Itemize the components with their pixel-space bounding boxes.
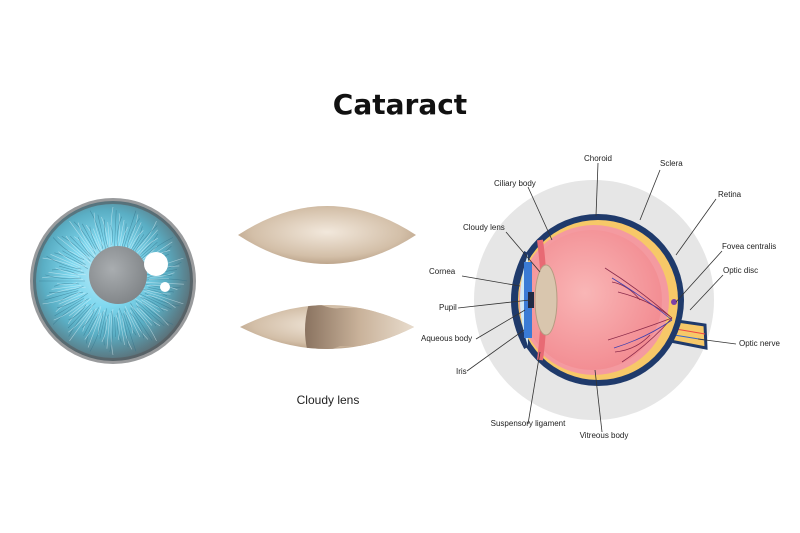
label-fovea-centralis: Fovea centralis [722, 242, 776, 251]
label-aqueous-body: Aqueous body [421, 334, 472, 343]
label-choroid: Choroid [584, 154, 612, 163]
highlight-small [160, 282, 170, 292]
label-vitreous-body: Vitreous body [580, 431, 629, 440]
cornea-shape [511, 251, 528, 349]
cataract-opacity [305, 305, 414, 349]
label-suspensory-ligament: Suspensory ligament [491, 419, 566, 428]
leader-lines [457, 162, 737, 433]
label-cornea: Cornea [429, 267, 456, 276]
label-optic-disc: Optic disc [723, 266, 758, 275]
iris-illustration [30, 198, 196, 364]
labels: Choroid Sclera Ciliary body Retina Cloud… [421, 154, 780, 440]
label-ciliary-body: Ciliary body [494, 179, 536, 188]
fovea-dot [671, 299, 677, 305]
label-iris: Iris [456, 367, 467, 376]
page-title: Cataract [332, 88, 468, 121]
label-optic-nerve: Optic nerve [739, 339, 780, 348]
cloudy-lens-eye [534, 264, 558, 336]
pupil-disc [89, 246, 147, 304]
normal-lens [238, 206, 416, 264]
highlight-large [144, 252, 168, 276]
label-retina: Retina [718, 190, 742, 199]
label-cloudy-lens: Cloudy lens [463, 223, 505, 232]
lens-caption: Cloudy lens [297, 393, 360, 407]
eye-cross-section [474, 180, 714, 420]
lens-illustrations: Cloudy lens [238, 206, 416, 407]
label-sclera: Sclera [660, 159, 683, 168]
vitreous-body-shape [522, 230, 662, 370]
pupil-shape [528, 292, 534, 308]
label-pupil: Pupil [439, 303, 457, 312]
